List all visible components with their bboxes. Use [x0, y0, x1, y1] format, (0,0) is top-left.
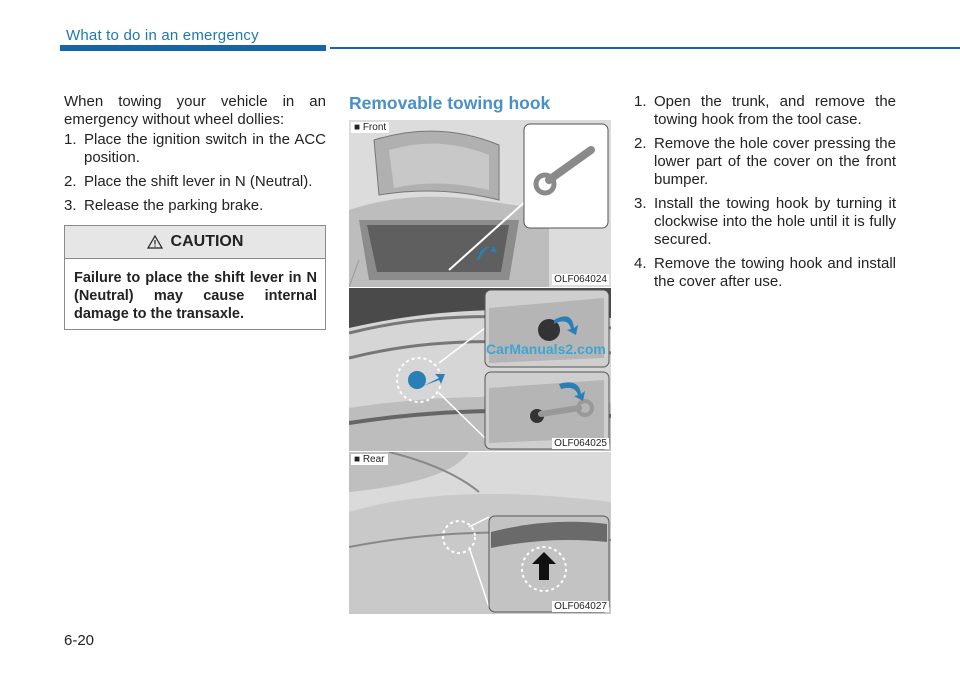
step-text: Release the parking brake. [84, 197, 264, 214]
figure-code: OLF064027 [552, 601, 609, 612]
trunk-illustration [349, 120, 611, 287]
step-text: Install the towing hook by turning it cl… [654, 195, 896, 248]
step-text: Remove the towing hook and install the c… [654, 255, 896, 290]
figure-rear-bumper: ■ Rear OLF064027 [349, 452, 611, 614]
list-item: 4. Remove the towing hook and install th… [634, 255, 896, 291]
towing-hook-icon [533, 146, 595, 196]
step-text: Open the trunk, and remove the towing ho… [654, 93, 896, 128]
page-number: 6-20 [64, 632, 95, 649]
figure-front-trunk: ■ Front OLF064024 [349, 120, 611, 287]
figure-tag: ■ Front [351, 122, 390, 133]
list-item: 1. Open the trunk, and remove the towing… [634, 93, 896, 129]
front-bumper-illustration [349, 288, 611, 451]
step-number: 1. [634, 93, 647, 110]
list-item: 3. Release the parking brake. [64, 197, 326, 215]
section-header: What to do in an emergency [66, 27, 259, 44]
intro-paragraph: When towing your vehicle in an emergency… [64, 93, 326, 128]
step-number: 2. [634, 135, 647, 152]
list-item: 3. Install the towing hook by turning it… [634, 195, 896, 249]
rear-bumper-illustration [349, 452, 611, 614]
step-number: 4. [634, 255, 647, 272]
header-accent-bar [60, 45, 326, 51]
step-number: 1. [64, 131, 77, 148]
step-text: Remove the hole cover pressing the lower… [654, 135, 896, 188]
list-item: 2. Place the shift lever in N (Neutral). [64, 173, 326, 191]
step-number: 3. [634, 195, 647, 212]
step-text: Place the shift lever in N (Neutral). [84, 173, 313, 190]
right-step-list: 1. Open the trunk, and remove the towing… [634, 93, 896, 297]
left-step-list: 1. Place the ignition switch in the ACC … [64, 131, 326, 221]
caution-title: CAUTION [170, 233, 244, 250]
watermark: CarManuals2.com [486, 341, 606, 357]
step-number: 2. [64, 173, 77, 190]
caution-box: CAUTION Failure to place the shift lever… [64, 225, 326, 330]
section-title: Removable towing hook [349, 93, 551, 113]
figure-tag: ■ Rear [351, 454, 388, 465]
figure-code: OLF064024 [552, 274, 609, 285]
figure-front-bumper: OLF064025 [349, 288, 611, 451]
towing-hook-icon [530, 399, 594, 423]
caution-header: CAUTION [65, 226, 325, 259]
header-rule [330, 47, 960, 49]
step-text: Place the ignition switch in the ACC pos… [84, 131, 326, 166]
caution-text: Failure to place the shift lever in N (N… [74, 270, 317, 322]
list-item: 2. Remove the hole cover pressing the lo… [634, 135, 896, 189]
step-number: 3. [64, 197, 77, 214]
up-arrow-icon [532, 552, 556, 580]
figure-code: OLF064025 [552, 438, 609, 449]
list-item: 1. Place the ignition switch in the ACC … [64, 131, 326, 167]
warning-triangle-icon [146, 235, 163, 249]
